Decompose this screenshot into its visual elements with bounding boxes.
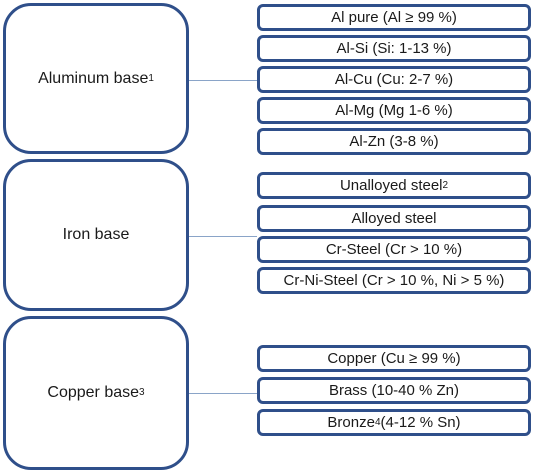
item-al-mg: Al-Mg (Mg 1-6 %) bbox=[257, 97, 531, 124]
item-cr-steel: Cr-Steel (Cr > 10 %) bbox=[257, 236, 531, 263]
item-cr-ni-steel: Cr-Ni-Steel (Cr > 10 %, Ni > 5 %) bbox=[257, 267, 531, 294]
base-label: Aluminum base bbox=[38, 69, 149, 87]
connector-aluminum bbox=[189, 80, 257, 81]
item-label: Al-Si (Si: 1-13 %) bbox=[336, 40, 452, 57]
item-label: Al-Mg (Mg 1-6 %) bbox=[335, 102, 453, 119]
item-copper: Copper (Cu ≥ 99 %) bbox=[257, 345, 531, 372]
item-label: Bronze bbox=[327, 414, 375, 431]
item-label: Al pure (Al ≥ 99 %) bbox=[331, 9, 457, 26]
item-brass: Brass (10-40 % Zn) bbox=[257, 377, 531, 404]
item-label: Cr-Ni-Steel (Cr > 10 %, Ni > 5 %) bbox=[283, 272, 505, 289]
item-al-si: Al-Si (Si: 1-13 %) bbox=[257, 35, 531, 62]
base-iron: Iron base bbox=[3, 159, 189, 311]
item-label: Copper (Cu ≥ 99 %) bbox=[327, 350, 461, 367]
base-label: Iron base bbox=[62, 226, 130, 243]
item-alloyed-steel: Alloyed steel bbox=[257, 205, 531, 232]
connector-iron bbox=[189, 236, 257, 237]
item-label: Al-Cu (Cu: 2-7 %) bbox=[334, 71, 454, 88]
item-al-cu: Al-Cu (Cu: 2-7 %) bbox=[257, 66, 531, 93]
item-label: Alloyed steel bbox=[351, 210, 437, 227]
base-label: Copper base bbox=[47, 384, 140, 401]
connector-copper bbox=[189, 393, 257, 394]
item-al-zn: Al-Zn (3-8 %) bbox=[257, 128, 531, 155]
item-label-suffix: (4-12 % Sn) bbox=[380, 414, 461, 431]
item-label: Brass (10-40 % Zn) bbox=[328, 382, 460, 399]
item-al-pure: Al pure (Al ≥ 99 %) bbox=[257, 4, 531, 31]
item-label: Al-Zn (3-8 %) bbox=[349, 133, 439, 150]
item-label: Cr-Steel (Cr > 10 %) bbox=[325, 241, 463, 258]
item-label: Unalloyed steel bbox=[339, 177, 443, 194]
